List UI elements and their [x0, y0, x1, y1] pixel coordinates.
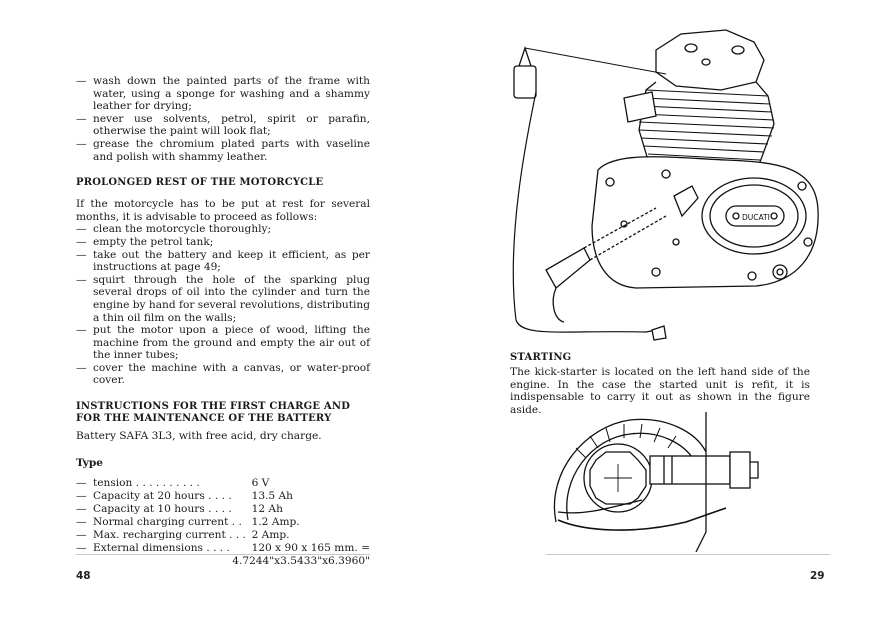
table-row: Capacity at 10 hours . . . . 12 Ah: [76, 503, 370, 516]
page-number-left: 48: [76, 570, 91, 582]
footer-rule: [546, 554, 830, 555]
spec-value: 2 Amp.: [251, 529, 290, 542]
spec-label: External dimensions . . . .: [76, 542, 252, 555]
spec-value: 120 x 90 x 165 mm. =: [251, 542, 370, 555]
prolonged-rest-list: clean the motorcycle thoroughly; empty t…: [76, 223, 370, 387]
list-item: empty the petrol tank;: [76, 236, 370, 249]
spec-label: Normal charging current . .: [76, 516, 252, 529]
list-item: wash down the painted parts of the frame…: [76, 75, 370, 113]
table-row: Max. recharging current . . . 2 Amp.: [76, 529, 370, 542]
list-item: grease the chromium plated parts with va…: [76, 138, 370, 163]
list-item: never use solvents, petrol, spirit or pa…: [76, 113, 370, 138]
table-row: Capacity at 20 hours . . . . 13.5 Ah: [76, 490, 370, 503]
table-row: 4.7244"x3.5433"x6.3960": [76, 555, 370, 568]
spec-label: Capacity at 10 hours . . . .: [76, 503, 252, 516]
table-row: External dimensions . . . . 120 x 90 x 1…: [76, 542, 370, 555]
section-heading-prolonged-rest: PROLONGED REST OF THE MOTORCYCLE: [76, 177, 324, 189]
list-item: put the motor upon a piece of wood, lift…: [76, 324, 370, 362]
list-item: cover the machine with a canvas, or wate…: [76, 362, 370, 387]
kick-starter-illustration: [553, 412, 759, 552]
intro-list: wash down the painted parts of the frame…: [76, 75, 370, 163]
spec-label: Capacity at 20 hours . . . .: [76, 490, 252, 503]
list-item: clean the motorcycle thoroughly;: [76, 223, 370, 236]
spec-label: Max. recharging current . . .: [76, 529, 252, 542]
spec-value: 6 V: [251, 477, 270, 490]
left-page: wash down the painted parts of the frame…: [0, 0, 442, 625]
spec-value: 1.2 Amp.: [251, 516, 300, 529]
spec-value: 13.5 Ah: [251, 490, 294, 503]
spec-value: 12 Ah: [251, 503, 283, 516]
starting-text: The kick-starter is located on the left …: [510, 366, 810, 416]
battery-spec-table: tension . . . . . . . . . . 6 V Capacity…: [76, 477, 370, 568]
spec-dimensions-imperial: 4.7244"x3.5433"x6.3960": [232, 555, 370, 568]
battery-intro: Battery SAFA 3L3, with free acid, dry ch…: [76, 430, 322, 443]
type-heading: Type: [76, 456, 104, 469]
page-number-right: 29: [810, 570, 825, 582]
table-row: Normal charging current . . 1.2 Amp.: [76, 516, 370, 529]
spec-label: tension . . . . . . . . . .: [76, 477, 252, 490]
engine-oil-squirt-illustration: DUCATI: [512, 29, 819, 341]
section-heading-starting: STARTING: [510, 352, 572, 363]
list-item: take out the battery and keep it efficie…: [76, 249, 370, 274]
left-text-column: wash down the painted parts of the frame…: [76, 75, 370, 568]
list-item: squirt through the hole of the sparking …: [76, 274, 370, 324]
table-row: tension . . . . . . . . . . 6 V: [76, 477, 370, 490]
section-intro: If the motorcycle has to be put at rest …: [76, 198, 370, 223]
footer-rule: [76, 554, 370, 555]
right-page: DUCATI STARTING The kick-starter is loca…: [442, 0, 884, 625]
starting-section: STARTING The kick-starter is located on …: [510, 352, 810, 416]
brand-label: DUCATI: [742, 213, 770, 222]
section-heading-battery: INSTRUCTIONS FOR THE FIRST CHARGE AND FO…: [76, 401, 351, 425]
